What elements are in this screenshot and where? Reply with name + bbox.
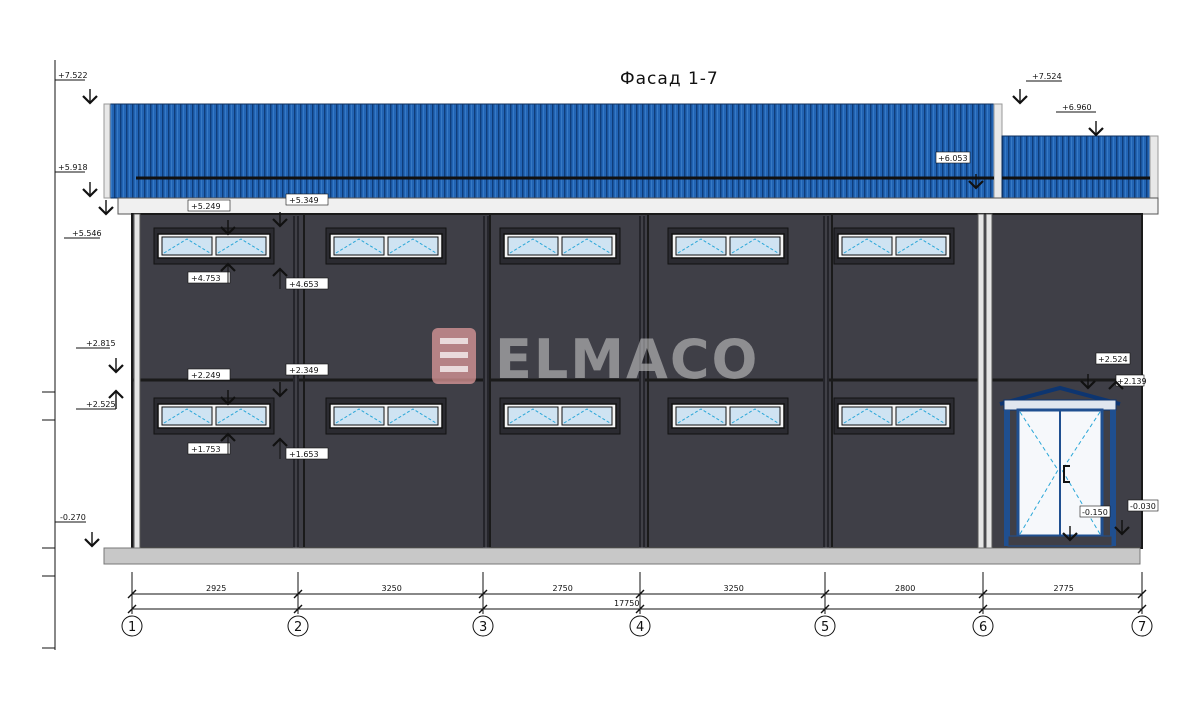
axis-bubble: 7 [1131, 615, 1153, 637]
window [833, 227, 955, 265]
ground-strip [103, 547, 1141, 565]
svg-text:+2.524: +2.524 [1098, 355, 1128, 364]
window [153, 397, 275, 435]
drawing-title: Фасад 1-7 [620, 69, 719, 89]
level-label: +5.918 [58, 163, 88, 172]
span-dimension: 3250 [724, 584, 744, 593]
span-dimension: 2750 [553, 584, 573, 593]
module-joints [293, 214, 833, 548]
svg-text:+5.249: +5.249 [191, 202, 221, 211]
window [325, 397, 447, 435]
svg-text:5: 5 [821, 620, 829, 635]
axis-bubble: 5 [814, 615, 836, 637]
svg-text:1: 1 [128, 620, 136, 635]
level-ruler-left [42, 60, 56, 650]
svg-text:+6.053: +6.053 [938, 154, 968, 163]
svg-text:4: 4 [636, 620, 644, 635]
axis-bubble: 3 [472, 615, 494, 637]
svg-text:7: 7 [1138, 620, 1146, 635]
window [667, 397, 789, 435]
span-dimension: 2925 [206, 584, 226, 593]
svg-text:+1.653: +1.653 [289, 450, 319, 459]
svg-text:+6.960: +6.960 [1062, 103, 1092, 112]
axis-bubble: 2 [287, 615, 309, 637]
drainpipe-left [133, 213, 141, 549]
level-label: +2.525 [86, 400, 116, 409]
svg-text:+5.349: +5.349 [289, 196, 319, 205]
axis-bubble: 6 [972, 615, 994, 637]
main-roof [109, 103, 995, 199]
svg-text:2: 2 [294, 620, 302, 635]
axis-bubble: 4 [629, 615, 651, 637]
axis-bubble: 1 [121, 615, 143, 637]
window [325, 227, 447, 265]
svg-text:3: 3 [479, 620, 487, 635]
svg-text:-0.150: -0.150 [1082, 508, 1108, 517]
annex-roof [1001, 135, 1151, 199]
span-dimension: 2800 [895, 584, 915, 593]
span-dimension: 3250 [382, 584, 402, 593]
svg-text:+2.139: +2.139 [1117, 377, 1147, 386]
level-label: +5.546 [72, 229, 102, 238]
window [153, 227, 275, 265]
svg-text:+2.349: +2.349 [289, 366, 319, 375]
svg-text:+4.753: +4.753 [191, 274, 221, 283]
level-label: +7.522 [58, 71, 88, 80]
drainpipe-center [977, 213, 985, 549]
window [499, 397, 621, 435]
elmaco-watermark: ELMACO [432, 328, 759, 391]
eave-slab [117, 197, 1159, 215]
window-group [153, 227, 955, 435]
svg-text:+7.524: +7.524 [1032, 72, 1062, 81]
window [667, 227, 789, 265]
span-dimension: 2775 [1054, 584, 1074, 593]
svg-text:6: 6 [979, 620, 987, 635]
grid-axes: 1 2 3 4 5 6 7 [121, 615, 1153, 637]
svg-text:ELMACO: ELMACO [495, 328, 759, 391]
window [499, 227, 621, 265]
svg-text:+4.653: +4.653 [289, 280, 319, 289]
window [833, 397, 955, 435]
total-dimension-label: 17750 [614, 599, 639, 608]
dimension-chain: 2925 3250 2750 3250 2800 2775 [127, 572, 1147, 614]
svg-text:+2.249: +2.249 [191, 371, 221, 380]
level-marks: +7.522 +5.918 +5.546 +2.815 +2.525 -0.27… [55, 71, 1159, 548]
entrance-door[interactable] [999, 385, 1121, 547]
svg-text:-0.030: -0.030 [1130, 502, 1156, 511]
level-label: +2.815 [86, 339, 116, 348]
level-label: -0.270 [60, 513, 86, 522]
svg-text:+1.753: +1.753 [191, 445, 221, 454]
